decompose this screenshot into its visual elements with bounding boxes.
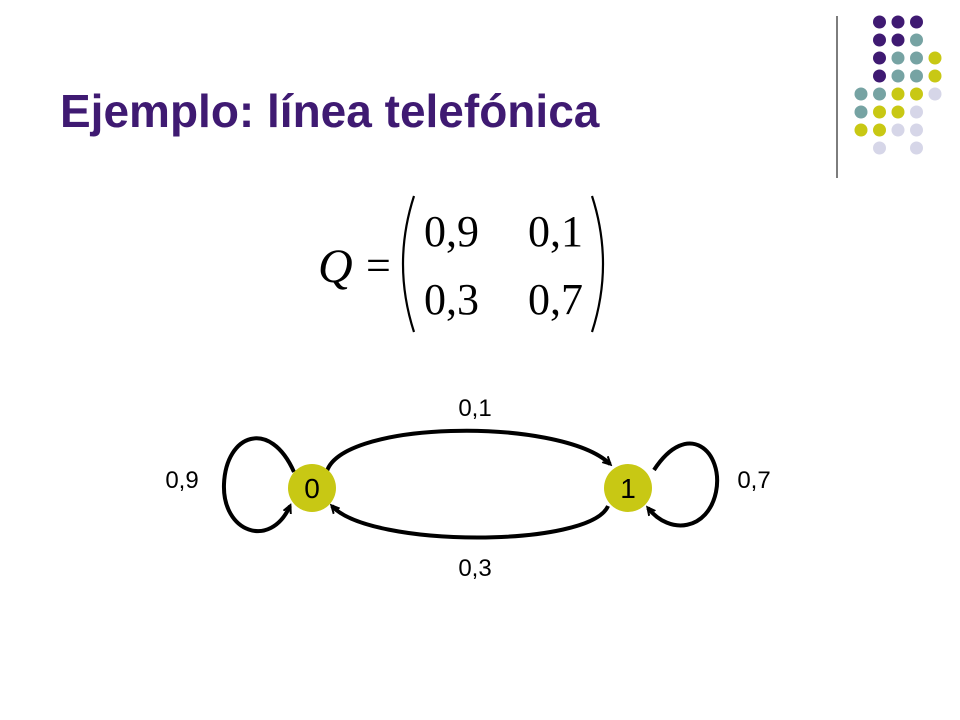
state-node-0: 0 <box>288 464 336 512</box>
decorative-dot <box>928 51 942 65</box>
decorative-dot <box>854 123 868 137</box>
edge-0-to-1 <box>324 428 610 477</box>
matrix-cell-r1c1: 0,9 <box>424 207 479 256</box>
decorative-vertical-line <box>836 16 838 178</box>
edge-1-self-loop <box>648 441 720 528</box>
decorative-dot <box>891 15 905 29</box>
decorative-dot-grid <box>854 15 942 155</box>
decorative-dot <box>928 69 942 83</box>
state-node-1: 1 <box>604 464 652 512</box>
state-node-0-label: 0 <box>304 473 320 504</box>
decorative-dot <box>873 87 886 101</box>
decorative-dot <box>891 123 905 137</box>
matrix-symbol: Q <box>318 240 353 293</box>
decorative-dot <box>891 69 905 83</box>
page-title: Ejemplo: línea telefónica <box>60 85 600 137</box>
decorative-dot <box>910 51 923 65</box>
decorative-dot <box>910 141 923 155</box>
edge-0-self-loop <box>221 436 296 534</box>
decorative-dot <box>873 69 886 83</box>
matrix-cell-r2c2: 0,7 <box>528 275 583 324</box>
edge-1-to-0 <box>332 506 610 540</box>
decorative-dot <box>854 105 868 119</box>
matrix-left-paren <box>401 195 416 333</box>
matrix-right-paren <box>590 195 605 333</box>
state-node-1-label: 1 <box>620 473 636 504</box>
decorative-dot <box>873 15 886 29</box>
decorative-dot <box>873 123 886 137</box>
matrix-equals: = <box>366 241 391 290</box>
decorative-dot <box>910 33 923 47</box>
decorative-dot <box>891 87 905 101</box>
edge-0-to-1-label: 0,1 <box>458 395 491 422</box>
matrix-cell-r1c2: 0,1 <box>528 207 583 256</box>
decorative-dot <box>910 123 923 137</box>
decorative-dot <box>910 15 923 29</box>
decorative-dot <box>873 105 886 119</box>
edge-1-self-loop-label: 0,7 <box>737 467 770 494</box>
decorative-dot <box>873 51 886 65</box>
decorative-dot <box>873 141 886 155</box>
decorative-dot <box>910 69 923 83</box>
decorative-dot <box>928 87 942 101</box>
decorative-dot <box>910 87 923 101</box>
transition-matrix: Q = 0,9 0,1 0,3 0,7 <box>318 195 605 333</box>
decorative-dot <box>891 33 905 47</box>
decorative-dot <box>891 51 905 65</box>
decorative-dot <box>873 33 886 47</box>
decorative-dot <box>891 105 905 119</box>
state-diagram: 0 1 0,1 0,3 0,9 0,7 <box>165 395 770 582</box>
decorative-dot <box>854 87 868 101</box>
edge-1-to-0-label: 0,3 <box>458 555 491 582</box>
matrix-cell-r2c1: 0,3 <box>424 275 479 324</box>
edge-0-self-loop-label: 0,9 <box>165 467 198 494</box>
decorative-dot <box>910 105 923 119</box>
